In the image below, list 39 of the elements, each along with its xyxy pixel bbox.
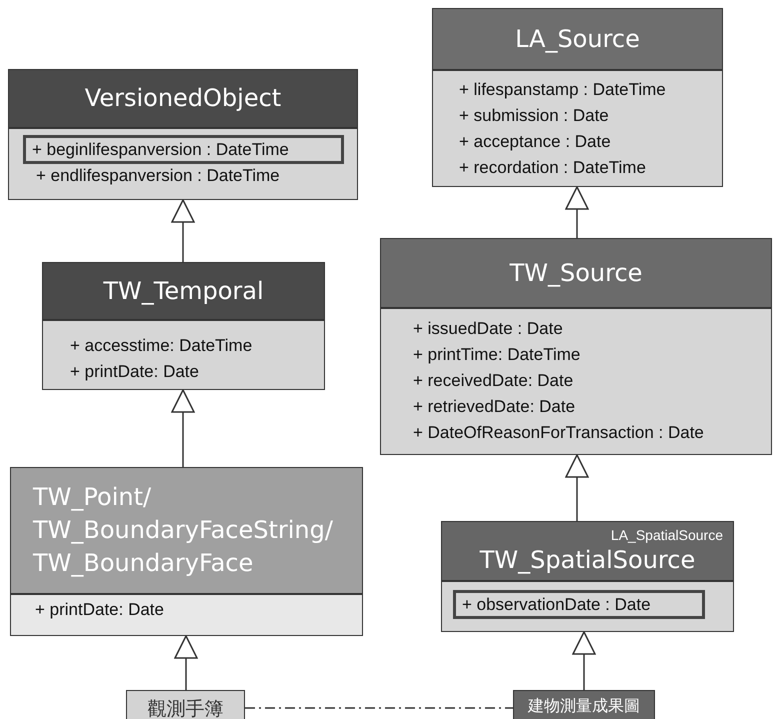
document-tag: 建物測量成果圖 <box>513 690 655 719</box>
attribute-text: + acceptance : Date <box>459 131 611 153</box>
attribute-text: + issuedDate : Date <box>413 318 563 340</box>
class-name: VersionedObject <box>84 83 282 114</box>
class-name: TW_Temporal <box>103 276 264 307</box>
generalization-arrow <box>565 186 589 238</box>
attribute-text: + endlifespanversion : DateTime <box>36 165 280 187</box>
class-name: TW_Point/ TW_BoundaryFaceString/ TW_BoundaryFace <box>33 482 334 579</box>
attribute-text: + submission : Date <box>459 105 609 127</box>
attribute-text: + observationDate : Date <box>462 594 651 616</box>
class-box <box>42 262 325 390</box>
attribute-text: + beginlifespanversion : DateTime <box>32 138 289 160</box>
class-box <box>380 238 772 455</box>
generalization-arrow <box>572 631 596 690</box>
attribute-box <box>453 590 705 619</box>
attribute-text: + recordation : DateTime <box>459 157 646 179</box>
stereotype-label: LA_SpatialSource <box>610 526 723 544</box>
class-name: LA_Source <box>515 24 640 55</box>
generalization-arrow <box>174 635 198 690</box>
attribute-text: + lifespanstamp : DateTime <box>459 79 666 101</box>
attribute-text: + receivedDate: Date <box>413 370 574 392</box>
attribute-text: + DateOfReasonForTransaction : Date <box>413 422 704 444</box>
association-line <box>245 707 513 709</box>
attribute-text: + printDate: Date <box>35 599 164 621</box>
class-name: TW_Source <box>510 258 642 289</box>
generalization-arrow <box>171 199 195 262</box>
class-box <box>8 69 358 200</box>
class-box <box>10 467 363 636</box>
document-tag: 觀測手簿 <box>126 690 245 719</box>
class-box <box>432 8 723 187</box>
attribute-text: + printDate: Date <box>70 361 199 383</box>
class-name: TW_SpatialSource <box>480 544 696 576</box>
class-box <box>441 521 734 632</box>
attribute-text: + accesstime: DateTime <box>70 335 252 357</box>
attribute-box <box>23 135 344 164</box>
generalization-arrow <box>565 454 589 521</box>
attribute-text: + retrievedDate: Date <box>413 396 576 418</box>
attribute-text: + printTime: DateTime <box>413 344 580 366</box>
generalization-arrow <box>171 389 195 467</box>
